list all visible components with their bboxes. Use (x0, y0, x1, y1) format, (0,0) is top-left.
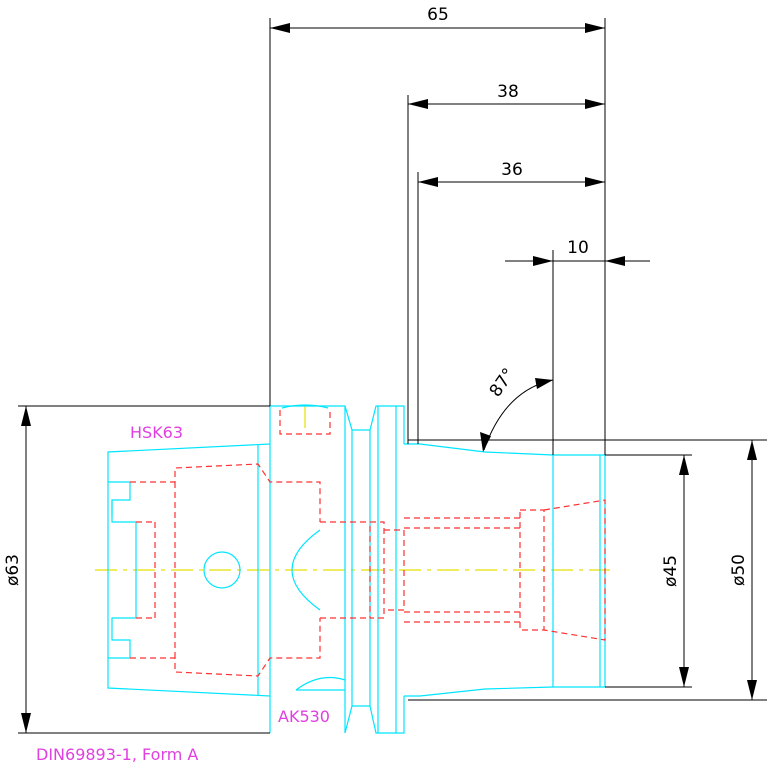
dimension-d50-label: ø50 (729, 554, 749, 586)
bore-circle (203, 551, 241, 589)
dimension-10: 10 (505, 238, 650, 455)
dimension-38-label: 38 (497, 82, 519, 102)
dimension-d45-label: ø45 (661, 555, 681, 587)
dimension-10-label: 10 (567, 238, 589, 258)
angle-87: 87° (480, 365, 554, 452)
hidden-lines (130, 410, 606, 677)
dimension-d50: ø50 (729, 440, 757, 700)
dimension-65-label: 65 (427, 5, 449, 25)
dimension-36-label: 36 (501, 160, 523, 180)
dimension-65: 65 (269, 5, 606, 455)
dimension-d45: ø45 (605, 454, 692, 688)
dimension-36: 36 (417, 160, 605, 444)
dimension-38: 38 (407, 82, 605, 444)
dimension-d63-label: ø63 (3, 554, 23, 586)
dimension-d63: ø63 (3, 405, 270, 734)
label-hsk63: HSK63 (130, 423, 183, 442)
angle-87-label: 87° (486, 365, 520, 401)
part-outline (107, 404, 606, 734)
label-ak530: AK530 (278, 707, 330, 726)
label-standard: DIN69893-1, Form A (36, 745, 198, 764)
